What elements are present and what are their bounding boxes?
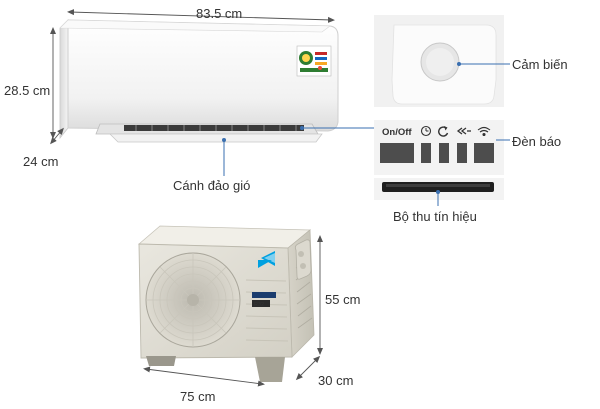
refresh-icon [438, 126, 449, 137]
outdoor-dimension-lines [143, 235, 323, 387]
receiver-panel [374, 178, 504, 206]
energy-label-icon [296, 45, 332, 77]
on-off-label: On/Off [382, 127, 412, 138]
indicator-window-refresh [439, 143, 449, 163]
indoor-depth-label: 24 cm [23, 154, 58, 169]
outdoor-height-label: 55 cm [325, 292, 360, 307]
louver-vanes [135, 125, 297, 131]
louver-label: Cánh đảo gió [173, 178, 250, 193]
indicator-panel: On/Off [374, 120, 510, 175]
receiver-label: Bộ thu tín hiệu [393, 209, 477, 224]
outdoor-depth-label: 30 cm [318, 373, 353, 388]
sensor-panel [374, 15, 510, 107]
r32-badge-text: R32 [254, 302, 264, 308]
timer-icon [420, 125, 432, 137]
indicator-window-on-off [380, 143, 414, 163]
indicator-window-fan [457, 143, 467, 163]
outdoor-unit: R32 [137, 225, 315, 382]
indoor-indicator-dot [318, 66, 322, 70]
daikin-logo-icon [258, 251, 275, 268]
indoor-dimension-lines [50, 9, 335, 145]
outdoor-width-label: 75 cm [180, 389, 215, 404]
indicator-label: Đèn báo [512, 134, 561, 149]
indoor-unit [59, 19, 339, 143]
inverter-badge [252, 292, 276, 298]
sensor-label: Cảm biến [512, 57, 568, 72]
indoor-width-label: 83.5 cm [196, 6, 242, 21]
indicator-window-timer [421, 143, 431, 163]
fan-speed-icon [456, 127, 471, 135]
louver-callout-dot [222, 138, 226, 142]
indicator-window-wifi [474, 143, 494, 163]
indoor-height-label: 28.5 cm [4, 83, 50, 98]
wifi-icon [477, 126, 491, 137]
r32-badge [252, 300, 270, 307]
